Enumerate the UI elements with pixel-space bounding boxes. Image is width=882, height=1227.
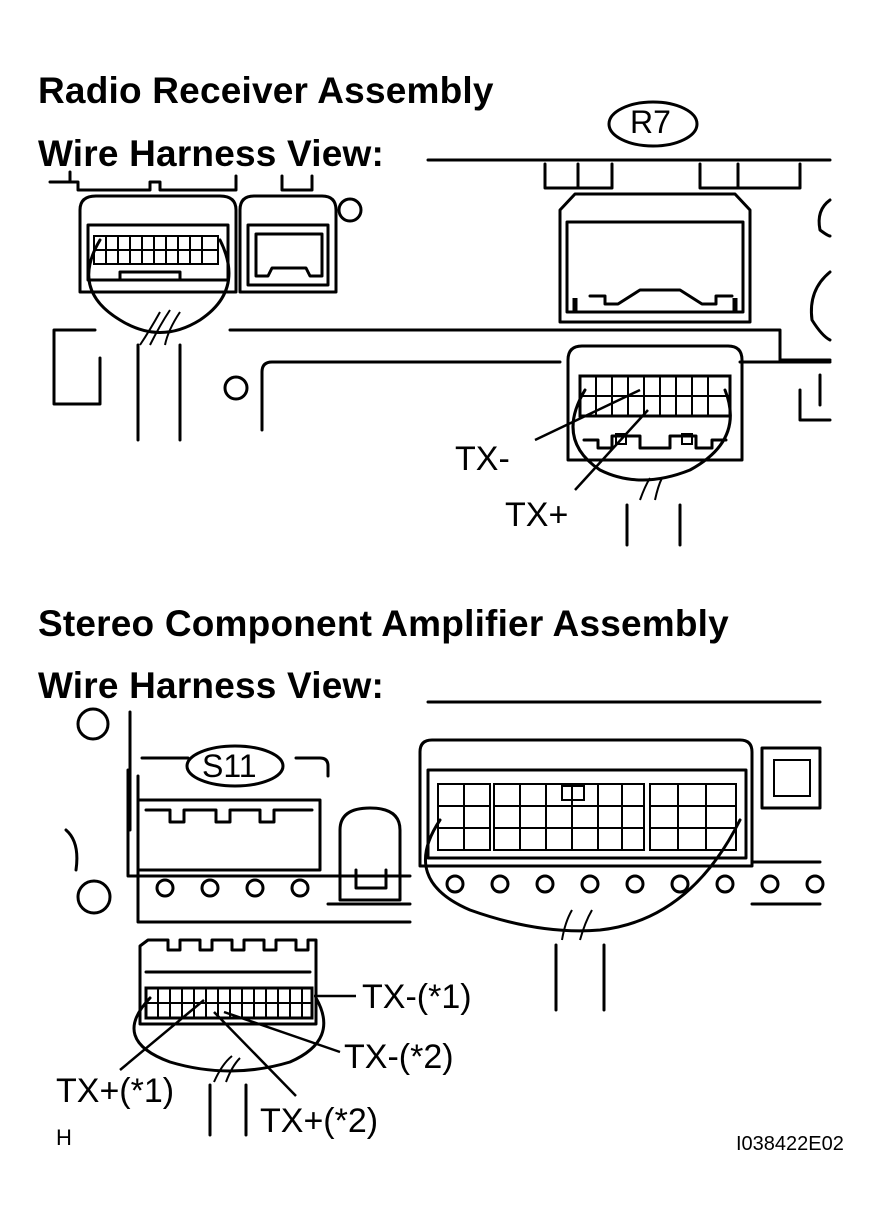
amp-connector-large [418, 738, 754, 1012]
radio-connector-upper-right [558, 192, 752, 324]
radio-chassis-top-left [48, 170, 314, 192]
corner-mark: H [56, 1125, 72, 1150]
label-tx-minus-r7: TX- [455, 440, 510, 478]
radio-mount-hole-1 [337, 197, 363, 223]
amp-right-square-inner [773, 759, 811, 797]
radio-connector-left [78, 194, 238, 442]
amp-mount-hole-1 [76, 707, 110, 741]
radio-middle-module [238, 194, 338, 294]
section2-title: Stereo Component Amplifier Assembly [38, 603, 729, 644]
label-tx-minus-1: TX-(*1) [362, 978, 472, 1016]
figure-id: I038422E02 [736, 1133, 844, 1155]
s11-oval [185, 744, 285, 788]
radio-right-edge-1 [817, 198, 832, 238]
r7-oval [607, 100, 699, 148]
label-tx-plus-2: TX+(*2) [260, 1102, 379, 1140]
radio-right-edge-3 [798, 373, 832, 422]
section1-subtitle: Wire Harness View: [38, 133, 385, 174]
radio-lower-frame [52, 328, 832, 432]
amp-right-square [760, 746, 822, 810]
leader-tx-plus-r7 [574, 409, 649, 491]
leader-tx-plus-2 [213, 1011, 297, 1097]
section1-title: Radio Receiver Assembly [38, 70, 494, 111]
amp-hole-row-left [155, 878, 310, 898]
amp-mount-hole-2 [76, 879, 112, 915]
leader-tx-minus-r7 [534, 388, 641, 442]
label-tx-plus-r7: TX+ [505, 496, 569, 534]
radio-mount-hole-2 [223, 375, 249, 401]
amp-hole-row-right [445, 874, 825, 894]
r7-connector [566, 344, 744, 547]
section2-subtitle: Wire Harness View: [38, 665, 385, 706]
r7-code: R7 [630, 104, 671, 140]
amp-arch-opening [338, 806, 402, 902]
s11-code: S11 [202, 748, 257, 784]
amp-arch-inner [354, 868, 388, 890]
radio-chassis-top-right [543, 162, 802, 190]
amp-chassis-plate [126, 756, 412, 924]
leader-tx-plus-1 [119, 999, 205, 1071]
s11-connector [136, 798, 322, 872]
label-tx-plus-1: TX+(*1) [56, 1072, 175, 1110]
label-tx-minus-2: TX-(*2) [344, 1038, 454, 1076]
leader-tx-minus-2 [223, 1010, 341, 1054]
amp-chassis-left-edge [64, 710, 132, 872]
amp-right-rails [750, 860, 822, 906]
radio-right-edge-2 [809, 270, 832, 342]
